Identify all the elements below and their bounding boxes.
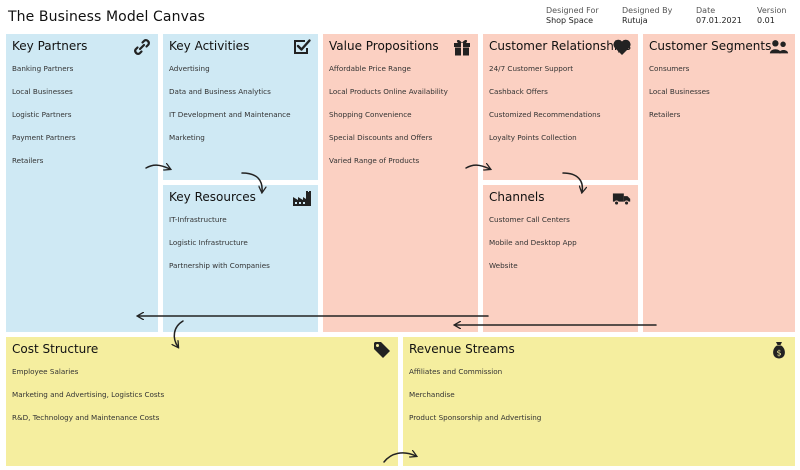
list-item: Logistic Infrastructure: [169, 238, 248, 247]
list-item: IT-Infrastructure: [169, 215, 227, 224]
list-item: Varied Range of Products: [329, 156, 420, 165]
customer-relationships-list: 24/7 Customer Support Cashback Offers Cu…: [489, 64, 634, 156]
list-item: Loyalty Points Collection: [489, 133, 577, 142]
revenue-streams-title: Revenue Streams: [409, 342, 515, 356]
customer-segments-title: Customer Segments: [649, 39, 772, 53]
cost-structure-title: Cost Structure: [12, 342, 99, 356]
customer-relationships-title: Customer Relationships: [489, 39, 632, 53]
list-item: Partnership with Companies: [169, 261, 270, 270]
list-item: Local Businesses: [649, 87, 710, 96]
revenue-streams-list: Affiliates and Commission Merchandise Pr…: [409, 367, 791, 436]
version-value: 0.01: [757, 16, 775, 25]
list-item: Special Discounts and Offers: [329, 133, 433, 142]
meta-date: Date 07.01.2021: [696, 6, 742, 26]
version-label: Version: [757, 6, 787, 15]
list-item: Data and Business Analytics: [169, 87, 271, 96]
list-item: Local Products Online Availability: [329, 87, 448, 96]
date-value: 07.01.2021: [696, 16, 742, 25]
meta-version: Version 0.01: [757, 6, 786, 26]
list-item: Retailers: [649, 110, 681, 119]
key-resources-title: Key Resources: [169, 190, 256, 204]
list-item: Banking Partners: [12, 64, 74, 73]
list-item: Shopping Convenience: [329, 110, 412, 119]
tag-icon: [374, 342, 390, 358]
list-item: IT Development and Maintenance: [169, 110, 291, 119]
key-activities-list: Advertising Data and Business Analytics …: [169, 64, 314, 156]
list-item: Advertising: [169, 64, 210, 73]
customer-segments-list: Consumers Local Businesses Retailers: [649, 64, 791, 133]
list-item: Local Businesses: [12, 87, 73, 96]
meta-designed-by: Designed By Rutuja: [622, 6, 672, 26]
designed-for-value: Shop Space: [546, 16, 594, 25]
heart-icon: [613, 39, 631, 55]
value-propositions-list: Affordable Price Range Local Products On…: [329, 64, 474, 179]
list-item: Marketing and Advertising, Logistics Cos…: [12, 390, 165, 399]
customer-segments-block: Customer Segments Consumers Local Busine…: [643, 34, 795, 332]
list-item: 24/7 Customer Support: [489, 64, 574, 73]
checkbox-icon: [294, 39, 311, 54]
designed-by-value: Rutuja: [622, 16, 648, 25]
customer-relationships-block: Customer Relationships 24/7 Customer Sup…: [483, 34, 638, 180]
revenue-streams-block: Revenue Streams $ Affiliates and Commiss…: [403, 337, 795, 466]
designed-by-label: Designed By: [622, 6, 673, 15]
list-item: Retailers: [12, 156, 44, 165]
key-partners-list: Banking Partners Local Businesses Logist…: [12, 64, 154, 179]
designed-for-label: Designed For: [546, 6, 599, 15]
date-label: Date: [696, 6, 716, 15]
list-item: Product Sponsorship and Advertising: [409, 413, 542, 422]
cost-structure-block: Cost Structure Employee Salaries Marketi…: [6, 337, 398, 466]
list-item: Logistic Partners: [12, 110, 72, 119]
value-propositions-title: Value Propositions: [329, 39, 439, 53]
cost-structure-list: Employee Salaries Marketing and Advertis…: [12, 367, 394, 436]
list-item: Affordable Price Range: [329, 64, 411, 73]
list-item: R&D, Technology and Maintenance Costs: [12, 413, 160, 422]
key-partners-title: Key Partners: [12, 39, 88, 53]
list-item: Payment Partners: [12, 133, 76, 142]
factory-icon: [293, 191, 311, 206]
list-item: Customer Call Centers: [489, 215, 570, 224]
key-resources-block: Key Resources IT-Infrastructure Logistic…: [163, 185, 318, 332]
canvas-title: The Business Model Canvas: [8, 9, 206, 25]
users-icon: [769, 40, 789, 54]
money-bag-icon: $: [773, 342, 785, 359]
list-item: Mobile and Desktop App: [489, 238, 577, 247]
truck-icon: [612, 193, 631, 206]
svg-text:$: $: [776, 349, 781, 358]
list-item: Cashback Offers: [489, 87, 548, 96]
list-item: Consumers: [649, 64, 690, 73]
list-item: Marketing: [169, 133, 205, 142]
list-item: Employee Salaries: [12, 367, 79, 376]
key-activities-block: Key Activities Advertising Data and Busi…: [163, 34, 318, 180]
link-icon: [134, 39, 150, 55]
list-item: Affiliates and Commission: [409, 367, 503, 376]
key-resources-list: IT-Infrastructure Logistic Infrastructur…: [169, 215, 314, 284]
list-item: Customized Recommendations: [489, 110, 601, 119]
channels-block: Channels Customer Call Centers Mobile an…: [483, 185, 638, 332]
gift-icon: [454, 39, 470, 56]
value-propositions-block: Value Propositions Affordable Price Rang…: [323, 34, 478, 332]
key-partners-block: Key Partners Banking Partners Local Busi…: [6, 34, 158, 332]
list-item: Website: [489, 261, 518, 270]
channels-title: Channels: [489, 190, 545, 204]
key-activities-title: Key Activities: [169, 39, 250, 53]
list-item: Merchandise: [409, 390, 455, 399]
meta-designed-for: Designed For Shop Space: [546, 6, 599, 26]
channels-list: Customer Call Centers Mobile and Desktop…: [489, 215, 634, 284]
